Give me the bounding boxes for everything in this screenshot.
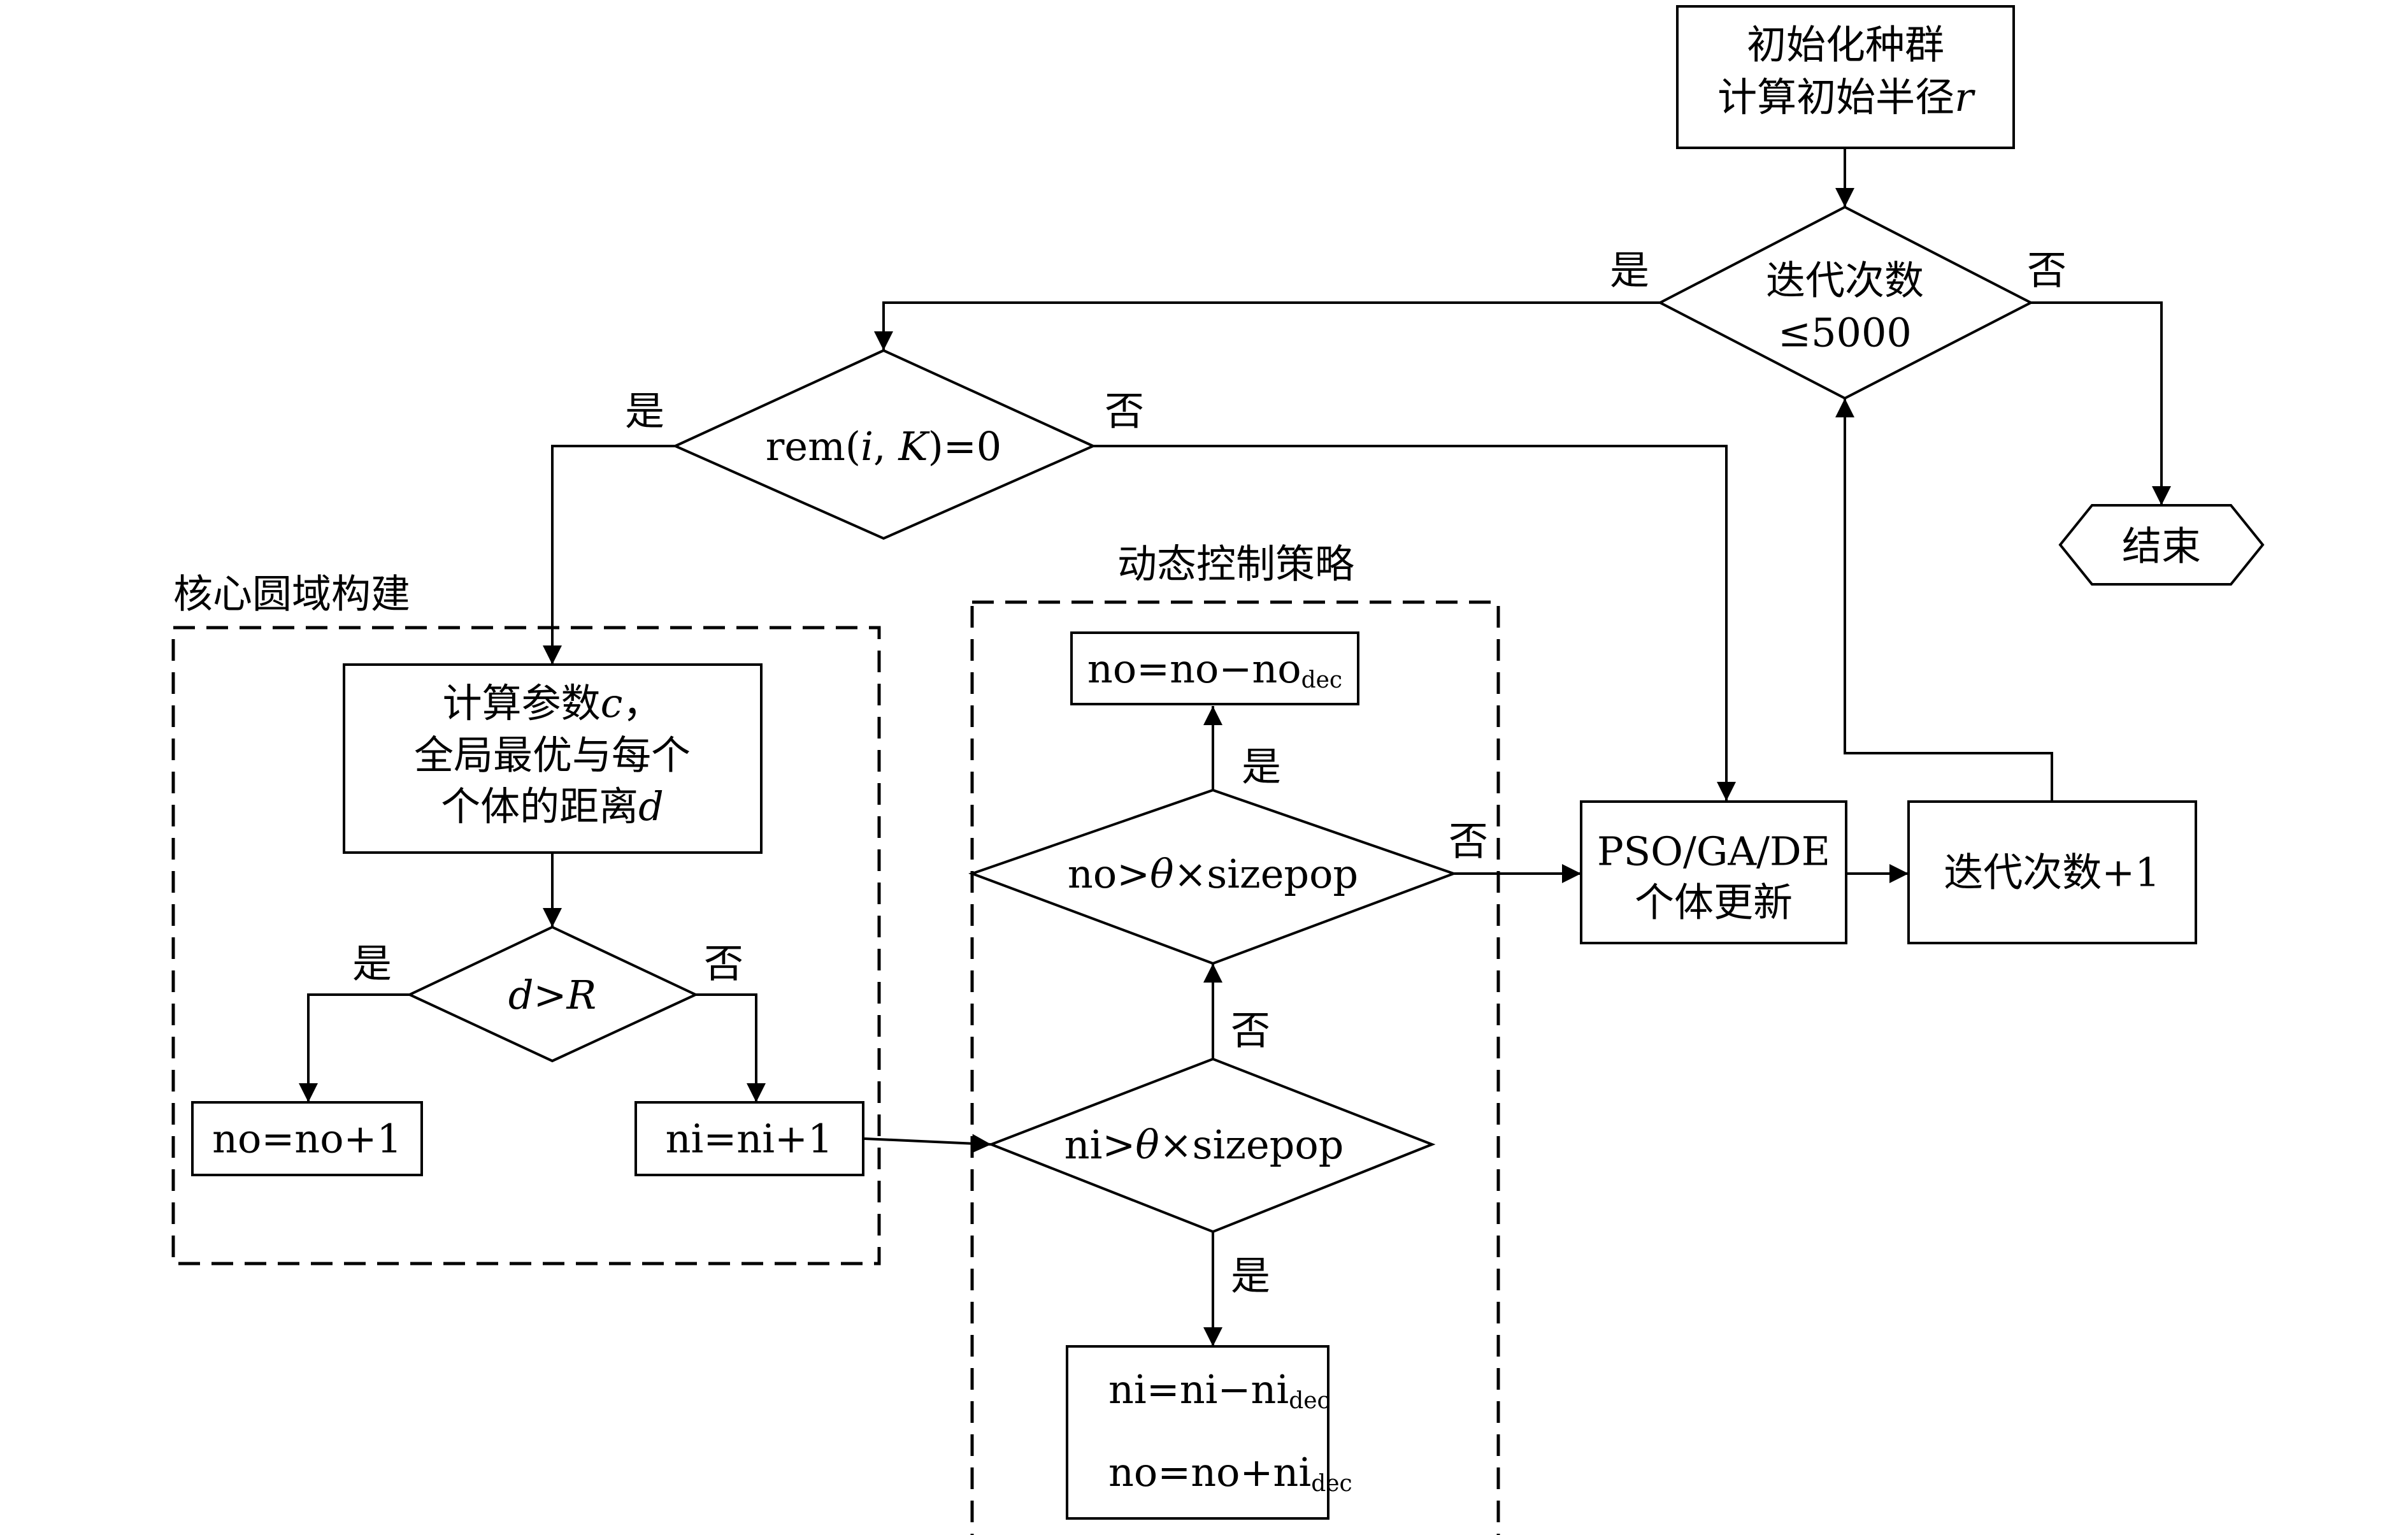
edge-rem-no-to-update (1093, 445, 1736, 801)
edge-dr-no-to-ni-inc (696, 993, 766, 1102)
init-line2: 计算初始半径r (1717, 74, 1975, 120)
no-dec-label: no=no−nodec (1087, 645, 1342, 693)
ni-adjust-line1: ni=ni−nidec (1108, 1366, 1330, 1414)
rem-check-label: rem(i, K)=0 (766, 423, 1002, 470)
update-box (1580, 800, 1847, 944)
iter-inc-label: 迭代次数+1 (1944, 849, 2160, 896)
edge-label-no-no: 否 (1449, 818, 1488, 865)
init-box (1676, 5, 2015, 149)
edge-label-rem-yes: 是 (625, 388, 664, 435)
ni-inc-box (634, 1101, 864, 1176)
compute-line1: 计算参数c， (443, 680, 663, 726)
edge-dr-yes-to-no-inc (299, 993, 410, 1102)
iter-check-line1: 迭代次数 (1766, 257, 1924, 304)
compute-box (343, 663, 763, 854)
no-check-diamond (968, 788, 1458, 965)
compute-line2: 全局最优与每个 (414, 732, 691, 779)
iter-inc-box (1907, 800, 2197, 944)
update-line1: PSO/GA/DE (1597, 828, 1830, 875)
dr-check-label: d>R (508, 972, 596, 1018)
edge-label-iter-yes: 是 (1610, 247, 1649, 294)
dynamic-control-group-label: 动态控制策略 (1117, 541, 1354, 587)
ni-adjust-line2: no=no+nidec (1108, 1449, 1352, 1497)
ni-check-diamond (987, 1057, 1436, 1234)
no-inc-label: no=no+1 (212, 1116, 402, 1162)
update-line2: 个体更新 (1635, 879, 1793, 926)
core-region-group (171, 626, 881, 1265)
rem-check-diamond (672, 349, 1096, 540)
core-region-group-label: 核心圆域构建 (173, 571, 410, 617)
ni-check-label: ni>θ×sizepop (1064, 1121, 1344, 1168)
edge-ni-inc-to-ni-check (864, 1134, 992, 1153)
edge-label-dr-no: 否 (704, 940, 743, 987)
ni-adjust-box (1066, 1345, 1329, 1520)
edge-label-ni-no: 否 (1231, 1007, 1270, 1054)
edge-iter-yes-to-rem (874, 301, 1660, 350)
edge-label-no-yes: 是 (1242, 744, 1281, 790)
iter-check-diamond (1657, 205, 2034, 400)
edge-iter-inc-to-iter (1835, 398, 2053, 802)
ni-inc-label: ni=ni+1 (666, 1116, 833, 1162)
edge-rem-yes-to-compute (543, 445, 675, 665)
no-check-label: no>θ×sizepop (1068, 851, 1358, 897)
no-dec-box (1070, 631, 1359, 705)
end-terminal (2058, 504, 2265, 586)
dr-check-diamond (406, 925, 699, 1063)
no-inc-box (191, 1101, 423, 1176)
init-line1: 初始化种群 (1747, 22, 1944, 68)
end-label: 结束 (2122, 523, 2201, 570)
iter-check-line2: ≤5000 (1778, 310, 1912, 356)
edge-iter-no-to-end (2031, 301, 2171, 505)
dynamic-control-group (970, 600, 1500, 1535)
edge-label-iter-no: 否 (2027, 247, 2067, 294)
compute-line3: 个体的距离d (441, 783, 664, 830)
edge-label-ni-yes: 是 (1231, 1253, 1270, 1299)
edge-label-rem-no: 否 (1105, 388, 1144, 435)
edge-label-dr-yes: 是 (352, 940, 392, 987)
